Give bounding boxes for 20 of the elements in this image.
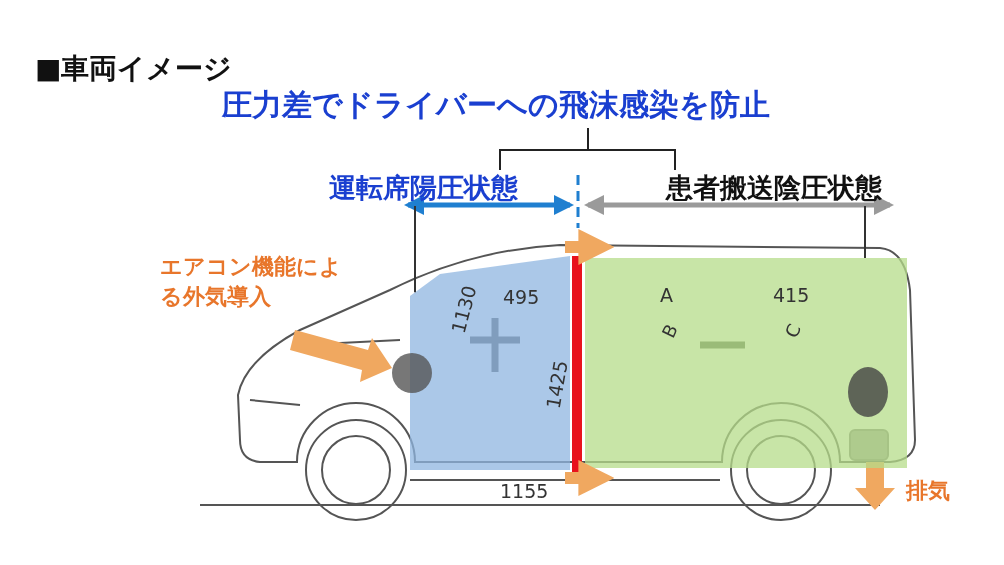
dimension-label: 1425	[543, 359, 571, 410]
leader-line	[414, 205, 416, 294]
dimension-label: A	[660, 286, 673, 305]
negative-pressure-zone	[585, 258, 907, 468]
annotation: エアコン機能による外気導入	[160, 253, 343, 311]
zone-label: 患者搬送陰圧状態	[630, 170, 918, 206]
heading: 圧力差でドライバーへの飛沫感染を防止	[222, 90, 770, 120]
zone-label: 運転席陽圧状態	[283, 170, 563, 206]
arrow	[565, 460, 615, 496]
dimension-label: 495	[503, 288, 540, 307]
title: ■車両イメージ	[35, 55, 233, 83]
arrow	[565, 229, 615, 265]
dimension-label: 1155	[500, 482, 549, 501]
dimension-label: C	[782, 321, 805, 341]
leader-line	[864, 205, 866, 259]
dimension-label: 415	[773, 286, 810, 305]
dimension-label: B	[659, 321, 681, 341]
annotation: 排気	[906, 480, 950, 502]
positive-pressure-zone	[410, 256, 570, 470]
dimension-label: 1130	[448, 283, 480, 336]
